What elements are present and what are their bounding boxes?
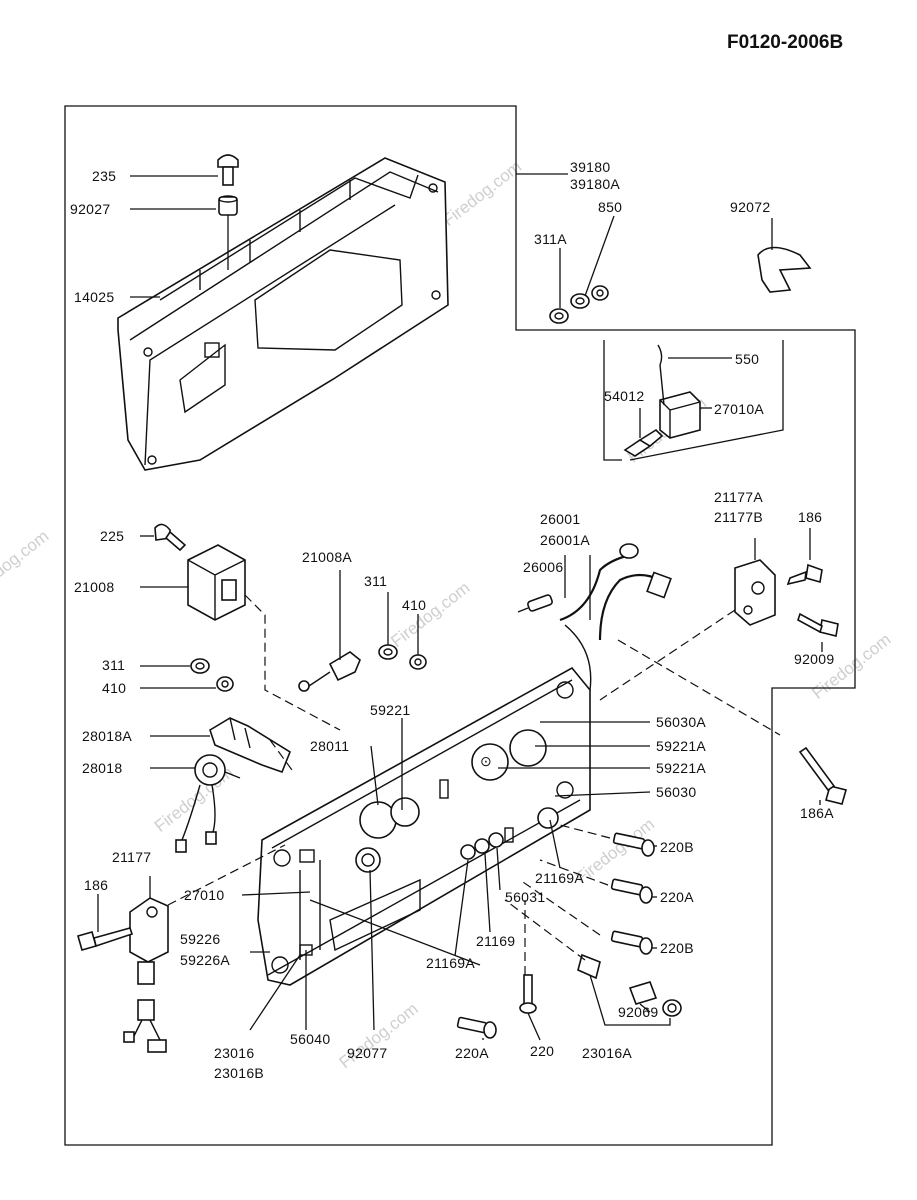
watermark-brand: Firedog.com (336, 999, 422, 1072)
bolt-220 (519, 974, 537, 1014)
label-23016: 23016 (214, 1045, 254, 1061)
washer-850 (570, 285, 609, 309)
label-21177b: 21177B (714, 509, 763, 525)
label-28018: 28018 (82, 760, 122, 776)
label-26001a: 26001A (540, 532, 590, 548)
label-186-right: 186 (798, 509, 822, 525)
coil-21177 (123, 897, 169, 1053)
connector-28018a (209, 717, 291, 774)
coil-21177a (734, 559, 776, 626)
terminal-54012 (623, 428, 664, 457)
label-311-left: 311 (102, 657, 125, 673)
label-56040: 56040 (290, 1031, 330, 1047)
label-23016a: 23016A (582, 1045, 632, 1061)
label-59221: 59221 (370, 702, 410, 718)
label-28018a: 28018A (82, 728, 132, 744)
label-59221a-1: 59221A (656, 738, 706, 754)
label-92009: 92009 (794, 651, 834, 667)
label-26001: 26001 (540, 511, 580, 527)
label-23016b: 23016B (214, 1065, 264, 1081)
washer-410-left (216, 676, 234, 692)
label-186-left: 186 (84, 877, 108, 893)
watermark-brand: Firedog.com (387, 578, 473, 651)
label-39180: 39180 (570, 159, 610, 175)
bolt-225 (154, 523, 187, 552)
label-59226a: 59226A (180, 952, 230, 968)
control-panel: ⊙ (257, 666, 591, 986)
bolt-220a-lower (456, 1016, 497, 1039)
label-92072: 92072 (730, 199, 770, 215)
label-410-top: 410 (402, 597, 426, 613)
label-54012: 54012 (604, 388, 644, 404)
clamp-92072 (757, 246, 812, 293)
bolt-186-left (77, 927, 134, 951)
label-21177: 21177 (112, 849, 151, 865)
label-14025: 14025 (74, 289, 114, 305)
switch-21008a (298, 651, 361, 692)
label-550: 550 (735, 351, 759, 367)
label-220a-2: 220A (455, 1045, 489, 1061)
bolt-186a (798, 746, 847, 805)
outlet-label: ⊙ (480, 753, 492, 769)
meter-28018 (175, 754, 241, 853)
bolt-220b-lower (610, 930, 653, 955)
label-186a: 186A (800, 805, 834, 821)
nut-311a (549, 308, 569, 324)
label-56031: 56031 (505, 889, 545, 905)
label-59221a-2: 59221A (656, 760, 706, 776)
spacer-92027 (218, 195, 238, 216)
label-235: 235 (92, 168, 116, 184)
bolt-220a-upper (610, 878, 653, 904)
label-220b-2: 220B (660, 940, 694, 956)
part-labels: 235 92027 14025 39180 39180A 311A 850 92… (70, 159, 834, 1081)
harness-26001 (559, 543, 672, 731)
bracket-21008 (187, 544, 246, 621)
washer-410-top (409, 654, 427, 670)
wire-550 (657, 344, 665, 406)
bolt-235 (217, 154, 239, 186)
label-220: 220 (530, 1043, 554, 1059)
label-27010a: 27010A (714, 401, 764, 417)
label-92077: 92077 (347, 1045, 387, 1061)
label-220a-1: 220A (660, 889, 694, 905)
relay-27010a (659, 391, 701, 439)
label-59226: 59226 (180, 931, 220, 947)
label-21169a-2: 21169A (426, 955, 475, 971)
label-311-top: 311 (364, 573, 387, 589)
label-21169a-1: 21169A (535, 870, 584, 886)
switch-23016a (577, 953, 658, 1005)
label-56030a: 56030A (656, 714, 706, 730)
watermark-brand: Firedog.com (0, 526, 52, 599)
watermark-brand: Firedog.com (439, 157, 525, 230)
label-28011: 28011 (310, 738, 349, 754)
diagram-boundary (64, 105, 856, 1146)
nut-311-top (378, 644, 398, 660)
label-220b-1: 220B (660, 839, 694, 855)
label-21177a: 21177A (714, 489, 763, 505)
cap-92069 (662, 999, 682, 1017)
fuse-26006 (517, 594, 553, 613)
panel-housing (117, 157, 449, 471)
bolt-220b-upper (612, 832, 655, 857)
label-21008: 21008 (74, 579, 114, 595)
bolt-186-right (786, 563, 823, 586)
label-56030: 56030 (656, 784, 696, 800)
nut-311-left (190, 658, 210, 674)
label-410-left: 410 (102, 680, 126, 696)
label-27010: 27010 (184, 887, 224, 903)
diagram-code: F0120-2006B (727, 32, 843, 53)
label-21008a: 21008A (302, 549, 352, 565)
label-21169: 21169 (476, 933, 515, 949)
label-39180a: 39180A (570, 176, 620, 192)
bolt-92009 (797, 612, 839, 637)
label-92069: 92069 (618, 1004, 658, 1020)
label-26006: 26006 (523, 559, 563, 575)
label-311a: 311A (534, 231, 567, 247)
label-92027: 92027 (70, 201, 110, 217)
label-225: 225 (100, 528, 124, 544)
label-850: 850 (598, 199, 622, 215)
